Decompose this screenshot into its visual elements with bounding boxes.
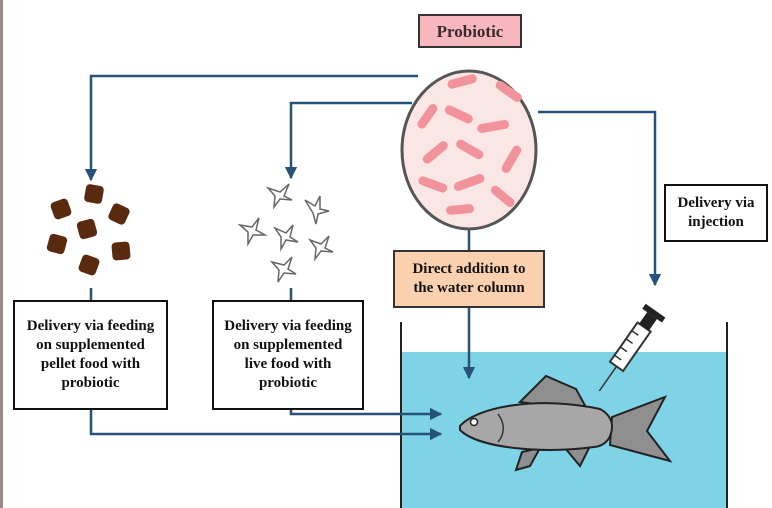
pellet-feeding-label: Delivery via feeding on supplemented pel… xyxy=(13,300,168,410)
arrow-to-pellet xyxy=(91,76,418,180)
live-food-feeding-label: Delivery via feeding on supplemented liv… xyxy=(212,300,364,410)
probiotic-title: Probiotic xyxy=(418,14,522,48)
pellet-food-icon xyxy=(46,184,131,277)
bacteria-circle-icon xyxy=(402,71,536,229)
left-edge-strip xyxy=(0,0,3,508)
live-food-icon xyxy=(240,184,333,282)
water-column-label: Direct addition to the water column xyxy=(393,250,545,308)
arrow-to-injection xyxy=(538,112,655,285)
injection-label: Delivery via injection xyxy=(664,184,768,242)
arrow-to-live xyxy=(291,103,412,178)
